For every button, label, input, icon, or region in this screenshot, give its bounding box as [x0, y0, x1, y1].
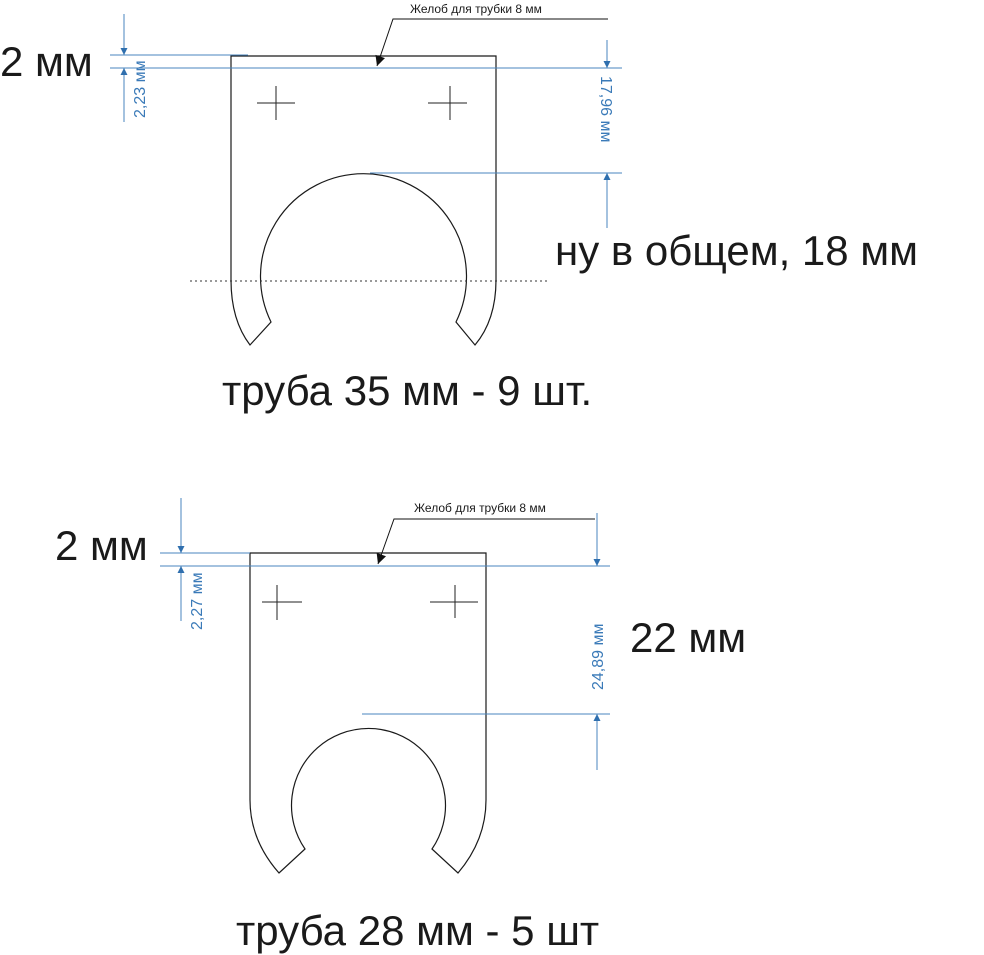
dimension-side: 17,96 мм — [370, 40, 622, 228]
note-side: 22 мм — [630, 614, 746, 661]
dimension-text: 17,96 мм — [597, 76, 614, 142]
mount-hole-cross — [262, 585, 478, 620]
part-1-outline — [230, 55, 497, 346]
part-2-outline — [249, 552, 487, 874]
groove-label: Желоб для трубки 8 мм — [410, 2, 542, 16]
part-2: 2,27 мм 24,89 мм Желоб для трубки 8 мм 2… — [55, 498, 746, 954]
note-top: 2 мм — [55, 522, 148, 569]
dimension-top: 2,27 мм — [160, 498, 610, 630]
note-top: 2 мм — [0, 38, 93, 85]
dimension-text: 2,23 мм — [132, 60, 149, 118]
dimension-side: 24,89 мм — [362, 513, 610, 770]
dimension-text: 2,27 мм — [189, 572, 206, 630]
groove-leader: Желоб для трубки 8 мм — [375, 2, 608, 67]
part-1: 2,23 мм 17,96 мм Желоб для трубки 8 мм 2… — [0, 2, 918, 414]
note-side: ну в общем, 18 мм — [555, 227, 918, 274]
dimension-text: 24,89 мм — [590, 624, 607, 690]
mount-hole-cross — [257, 86, 467, 120]
groove-leader: Желоб для трубки 8 мм — [376, 501, 595, 565]
caption: труба 28 мм - 5 шт — [236, 907, 599, 954]
dimension-top: 2,23 мм — [110, 14, 622, 122]
groove-label: Желоб для трубки 8 мм — [414, 501, 546, 515]
caption: труба 35 мм - 9 шт. — [222, 367, 592, 414]
